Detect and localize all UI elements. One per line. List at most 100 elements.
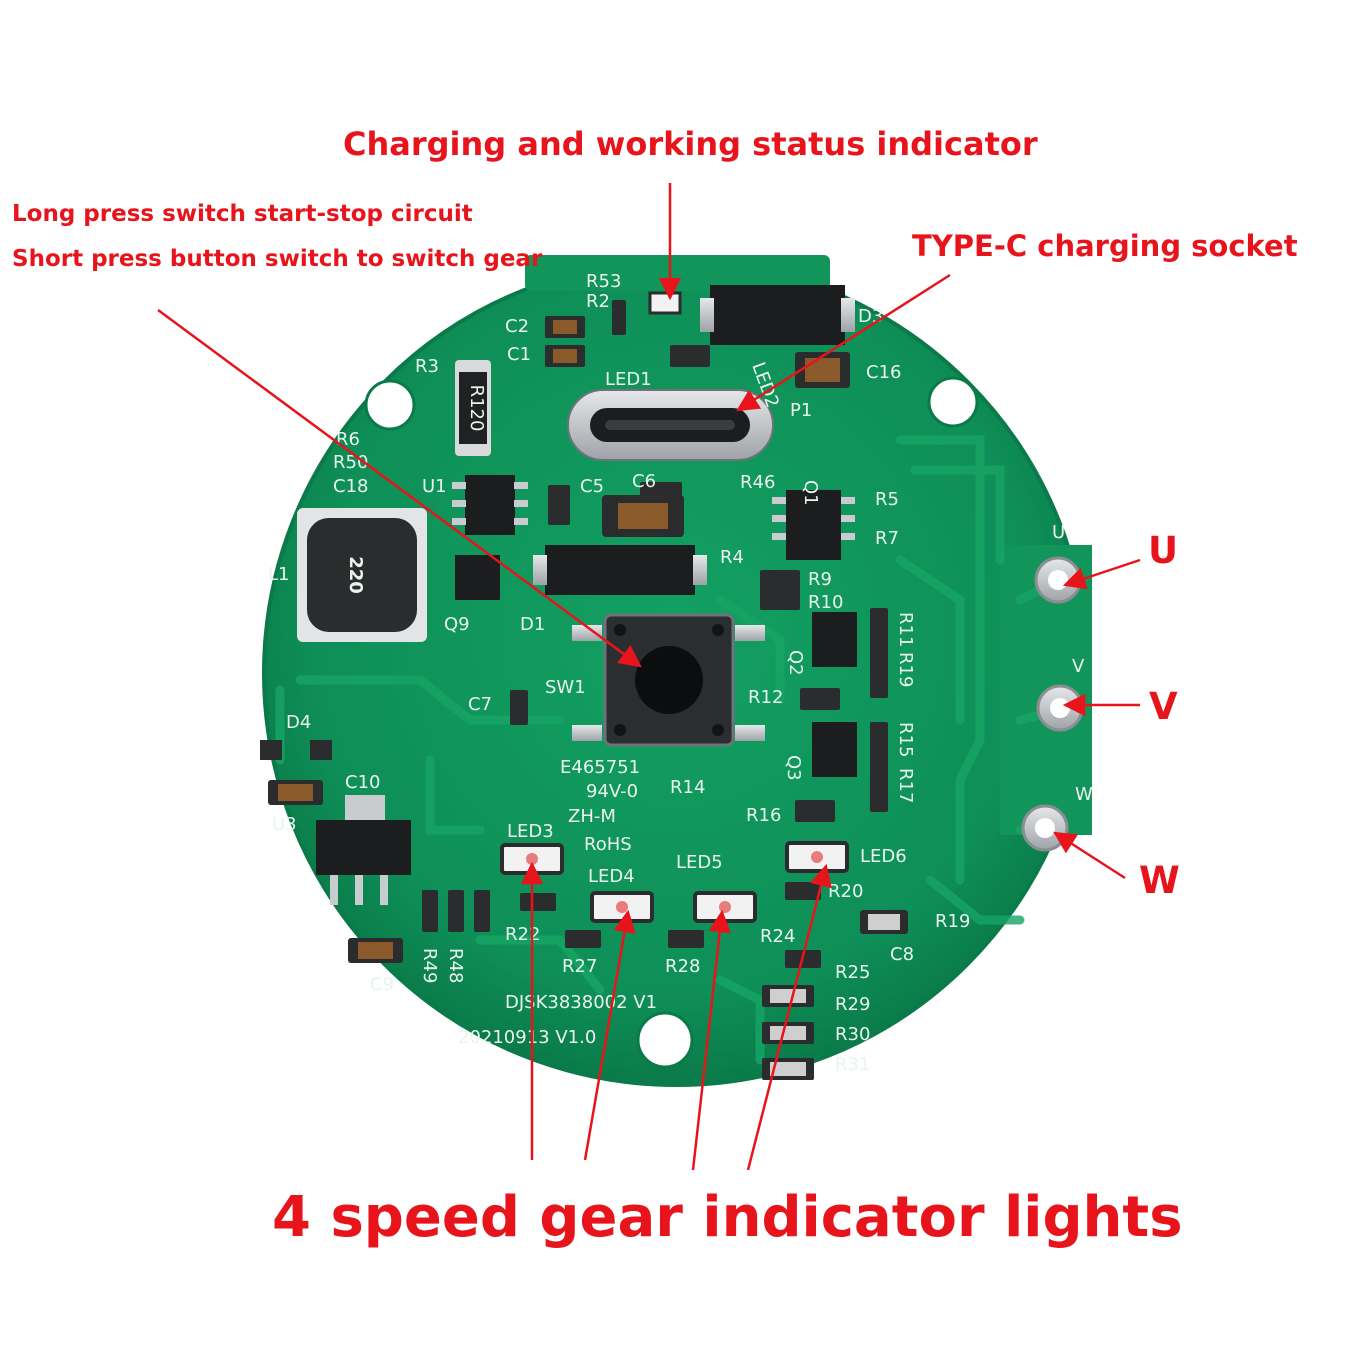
- silk-led3: LED3: [507, 821, 554, 842]
- silk-c8: C8: [890, 944, 914, 965]
- silk-r19: R19: [935, 911, 970, 932]
- silk-rohs: RoHS: [584, 834, 632, 855]
- silk-q1: Q1: [800, 480, 821, 506]
- silk-r15: R15: [895, 722, 916, 757]
- mounting-hole-icon: [364, 379, 416, 431]
- silk-pad-w: W: [1075, 784, 1093, 805]
- silk-d4: D4: [286, 712, 311, 733]
- silk-r4: R4: [720, 547, 744, 568]
- silk-led6: LED6: [860, 846, 907, 867]
- silk-pad-u: U: [1052, 522, 1065, 543]
- silk-r28: R28: [665, 956, 700, 977]
- status-led: [648, 291, 682, 315]
- callout-long-press: Long press switch start-stop circuit: [12, 201, 473, 227]
- silk-r17: R17: [895, 768, 916, 803]
- silk-r49: R49: [419, 948, 440, 983]
- ic-chips: [316, 475, 857, 875]
- silk-sw1: SW1: [545, 677, 586, 698]
- silk-q2: Q2: [785, 650, 806, 676]
- silk-zhm: ZH-M: [568, 806, 616, 827]
- silk-led4: LED4: [588, 866, 635, 887]
- silk-pad-v: V: [1072, 656, 1085, 677]
- silk-r6: R6: [336, 429, 360, 450]
- silk-p1: P1: [790, 400, 812, 421]
- inductor-value: 220: [345, 556, 366, 594]
- silk-u1: U1: [422, 476, 447, 497]
- silk-r50: R50: [333, 452, 368, 473]
- annotation-arrows: [157, 183, 1141, 1171]
- callout-phase-w: W: [1139, 859, 1180, 902]
- silk-r24: R24: [760, 926, 795, 947]
- silk-c2: C2: [505, 316, 529, 337]
- silk-date: 20210913 V1.0: [458, 1027, 596, 1048]
- silk-c1: C1: [507, 344, 531, 365]
- ic-pins: [330, 482, 855, 905]
- silk-r31: R31: [835, 1054, 870, 1075]
- silk-e-code: E465751: [560, 757, 640, 778]
- silk-r9: R9: [808, 569, 832, 590]
- silk-94v0: 94V-0: [586, 781, 638, 802]
- silk-d3: D3: [858, 306, 883, 327]
- diode-smaj: [700, 285, 855, 345]
- diode-d1: [533, 545, 707, 595]
- silk-model: DJSK3838002 V1: [505, 992, 657, 1013]
- silk-r12: R12: [748, 687, 783, 708]
- silk-r27: R27: [562, 956, 597, 977]
- arrow-phase-u: [1062, 558, 1141, 590]
- silk-r19a: R19: [895, 652, 916, 687]
- silk-c9: C9: [370, 974, 394, 995]
- silk-r3: R3: [415, 356, 439, 377]
- arrow-led6: [746, 863, 832, 1171]
- silk-r20: R20: [828, 881, 863, 902]
- silk-d1: D1: [520, 614, 545, 635]
- arrow-switch: [157, 308, 642, 668]
- smd-passives: [260, 300, 908, 1080]
- mounting-hole-icon: [927, 376, 979, 428]
- silk-r14: R14: [670, 777, 705, 798]
- callout-status-indicator: Charging and working status indicator: [343, 125, 1038, 163]
- silk-c10: C10: [345, 772, 380, 793]
- silk-r29: R29: [835, 994, 870, 1015]
- silk-r48: R48: [445, 948, 466, 983]
- silk-led1: LED1: [605, 369, 652, 390]
- pcb-traces: [275, 435, 1065, 1065]
- silk-r22: R22: [505, 924, 540, 945]
- silk-u3: U3: [272, 814, 297, 835]
- silk-l1: L1: [268, 564, 289, 585]
- silk-c6: C6: [632, 471, 656, 492]
- silk-r10: R10: [808, 592, 843, 613]
- silk-c16: C16: [866, 362, 901, 383]
- callout-phase-u: U: [1148, 529, 1179, 572]
- silk-r16: R16: [746, 805, 781, 826]
- arrow-led5: [691, 909, 731, 1171]
- silk-c18: C18: [333, 476, 368, 497]
- arrow-phase-w: [1053, 831, 1126, 880]
- silk-r53: R53: [586, 271, 621, 292]
- silk-r5: R5: [875, 489, 899, 510]
- arrow-typec: [736, 273, 951, 412]
- silk-r11: R11: [895, 612, 916, 647]
- typec-socket: [567, 389, 774, 461]
- silk-c7: C7: [468, 694, 492, 715]
- mounting-hole-icon: [636, 1011, 694, 1069]
- silk-c5: C5: [580, 476, 604, 497]
- silk-r30: R30: [835, 1024, 870, 1045]
- callout-gear-lights: 4 speed gear indicator lights: [272, 1185, 1183, 1250]
- silk-q9: Q9: [444, 614, 470, 635]
- silk-q3: Q3: [783, 755, 804, 781]
- capacitor-c6: [602, 495, 684, 537]
- inductor-l1: 220: [297, 508, 427, 642]
- silk-r46: R46: [740, 472, 775, 493]
- callout-phase-v: V: [1149, 685, 1178, 728]
- r120-label: R120: [466, 385, 487, 432]
- silk-led5: LED5: [676, 852, 723, 873]
- silk-r25: R25: [835, 962, 870, 983]
- callout-short-press: Short press button switch to switch gear: [12, 246, 543, 272]
- resistor-r120: R120: [455, 360, 491, 456]
- callout-typec-socket: TYPE-C charging socket: [912, 229, 1298, 263]
- silk-r2: R2: [586, 291, 610, 312]
- silk-r7: R7: [875, 528, 899, 549]
- arrow-led4: [583, 909, 636, 1161]
